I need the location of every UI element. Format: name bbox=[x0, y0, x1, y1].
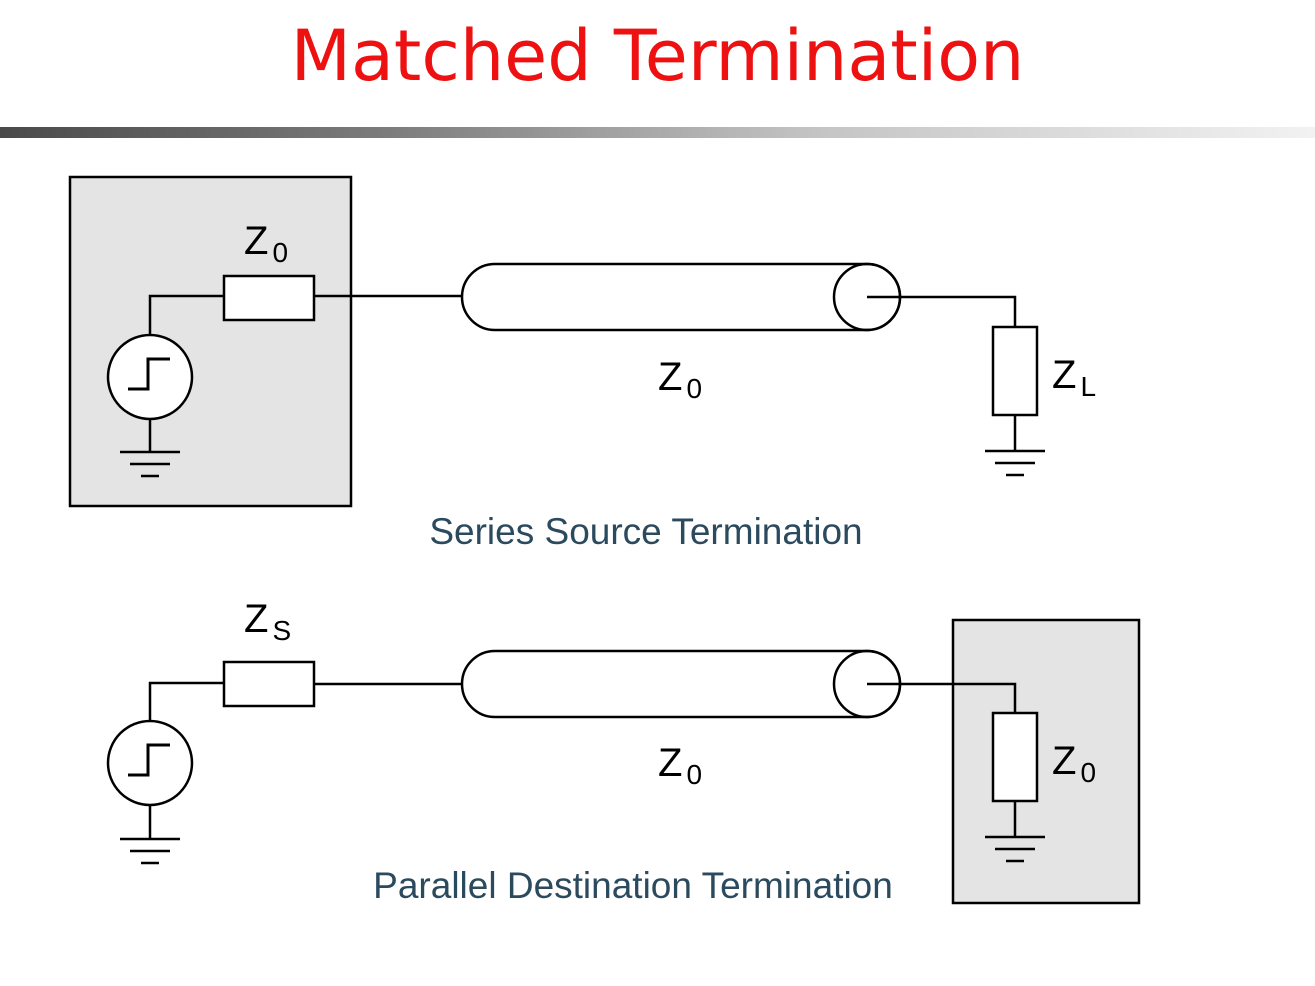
parallel-load-resistor bbox=[991, 711, 1039, 803]
series-step-source-icon bbox=[106, 333, 194, 421]
parallel-step-source-icon bbox=[106, 719, 194, 807]
parallel-source-ground-icon bbox=[120, 837, 180, 865]
series-transmission-line bbox=[460, 262, 902, 332]
parallel-load-ground-icon bbox=[985, 835, 1045, 863]
title-divider bbox=[0, 127, 1315, 138]
series-caption: Series Source Termination bbox=[429, 511, 862, 552]
parallel-transmission-line bbox=[460, 649, 902, 719]
slide-title: Matched Termination bbox=[290, 15, 1025, 97]
parallel-caption: Parallel Destination Termination bbox=[373, 865, 893, 906]
parallel-source-resistor bbox=[222, 660, 316, 708]
series-load-ground-icon bbox=[985, 449, 1045, 477]
series-source-highlight-box bbox=[68, 175, 353, 508]
parallel-load-highlight-box bbox=[951, 618, 1141, 905]
series-source-resistor bbox=[222, 274, 316, 322]
series-load-resistor bbox=[991, 325, 1039, 417]
series-source-ground-icon bbox=[120, 450, 180, 478]
